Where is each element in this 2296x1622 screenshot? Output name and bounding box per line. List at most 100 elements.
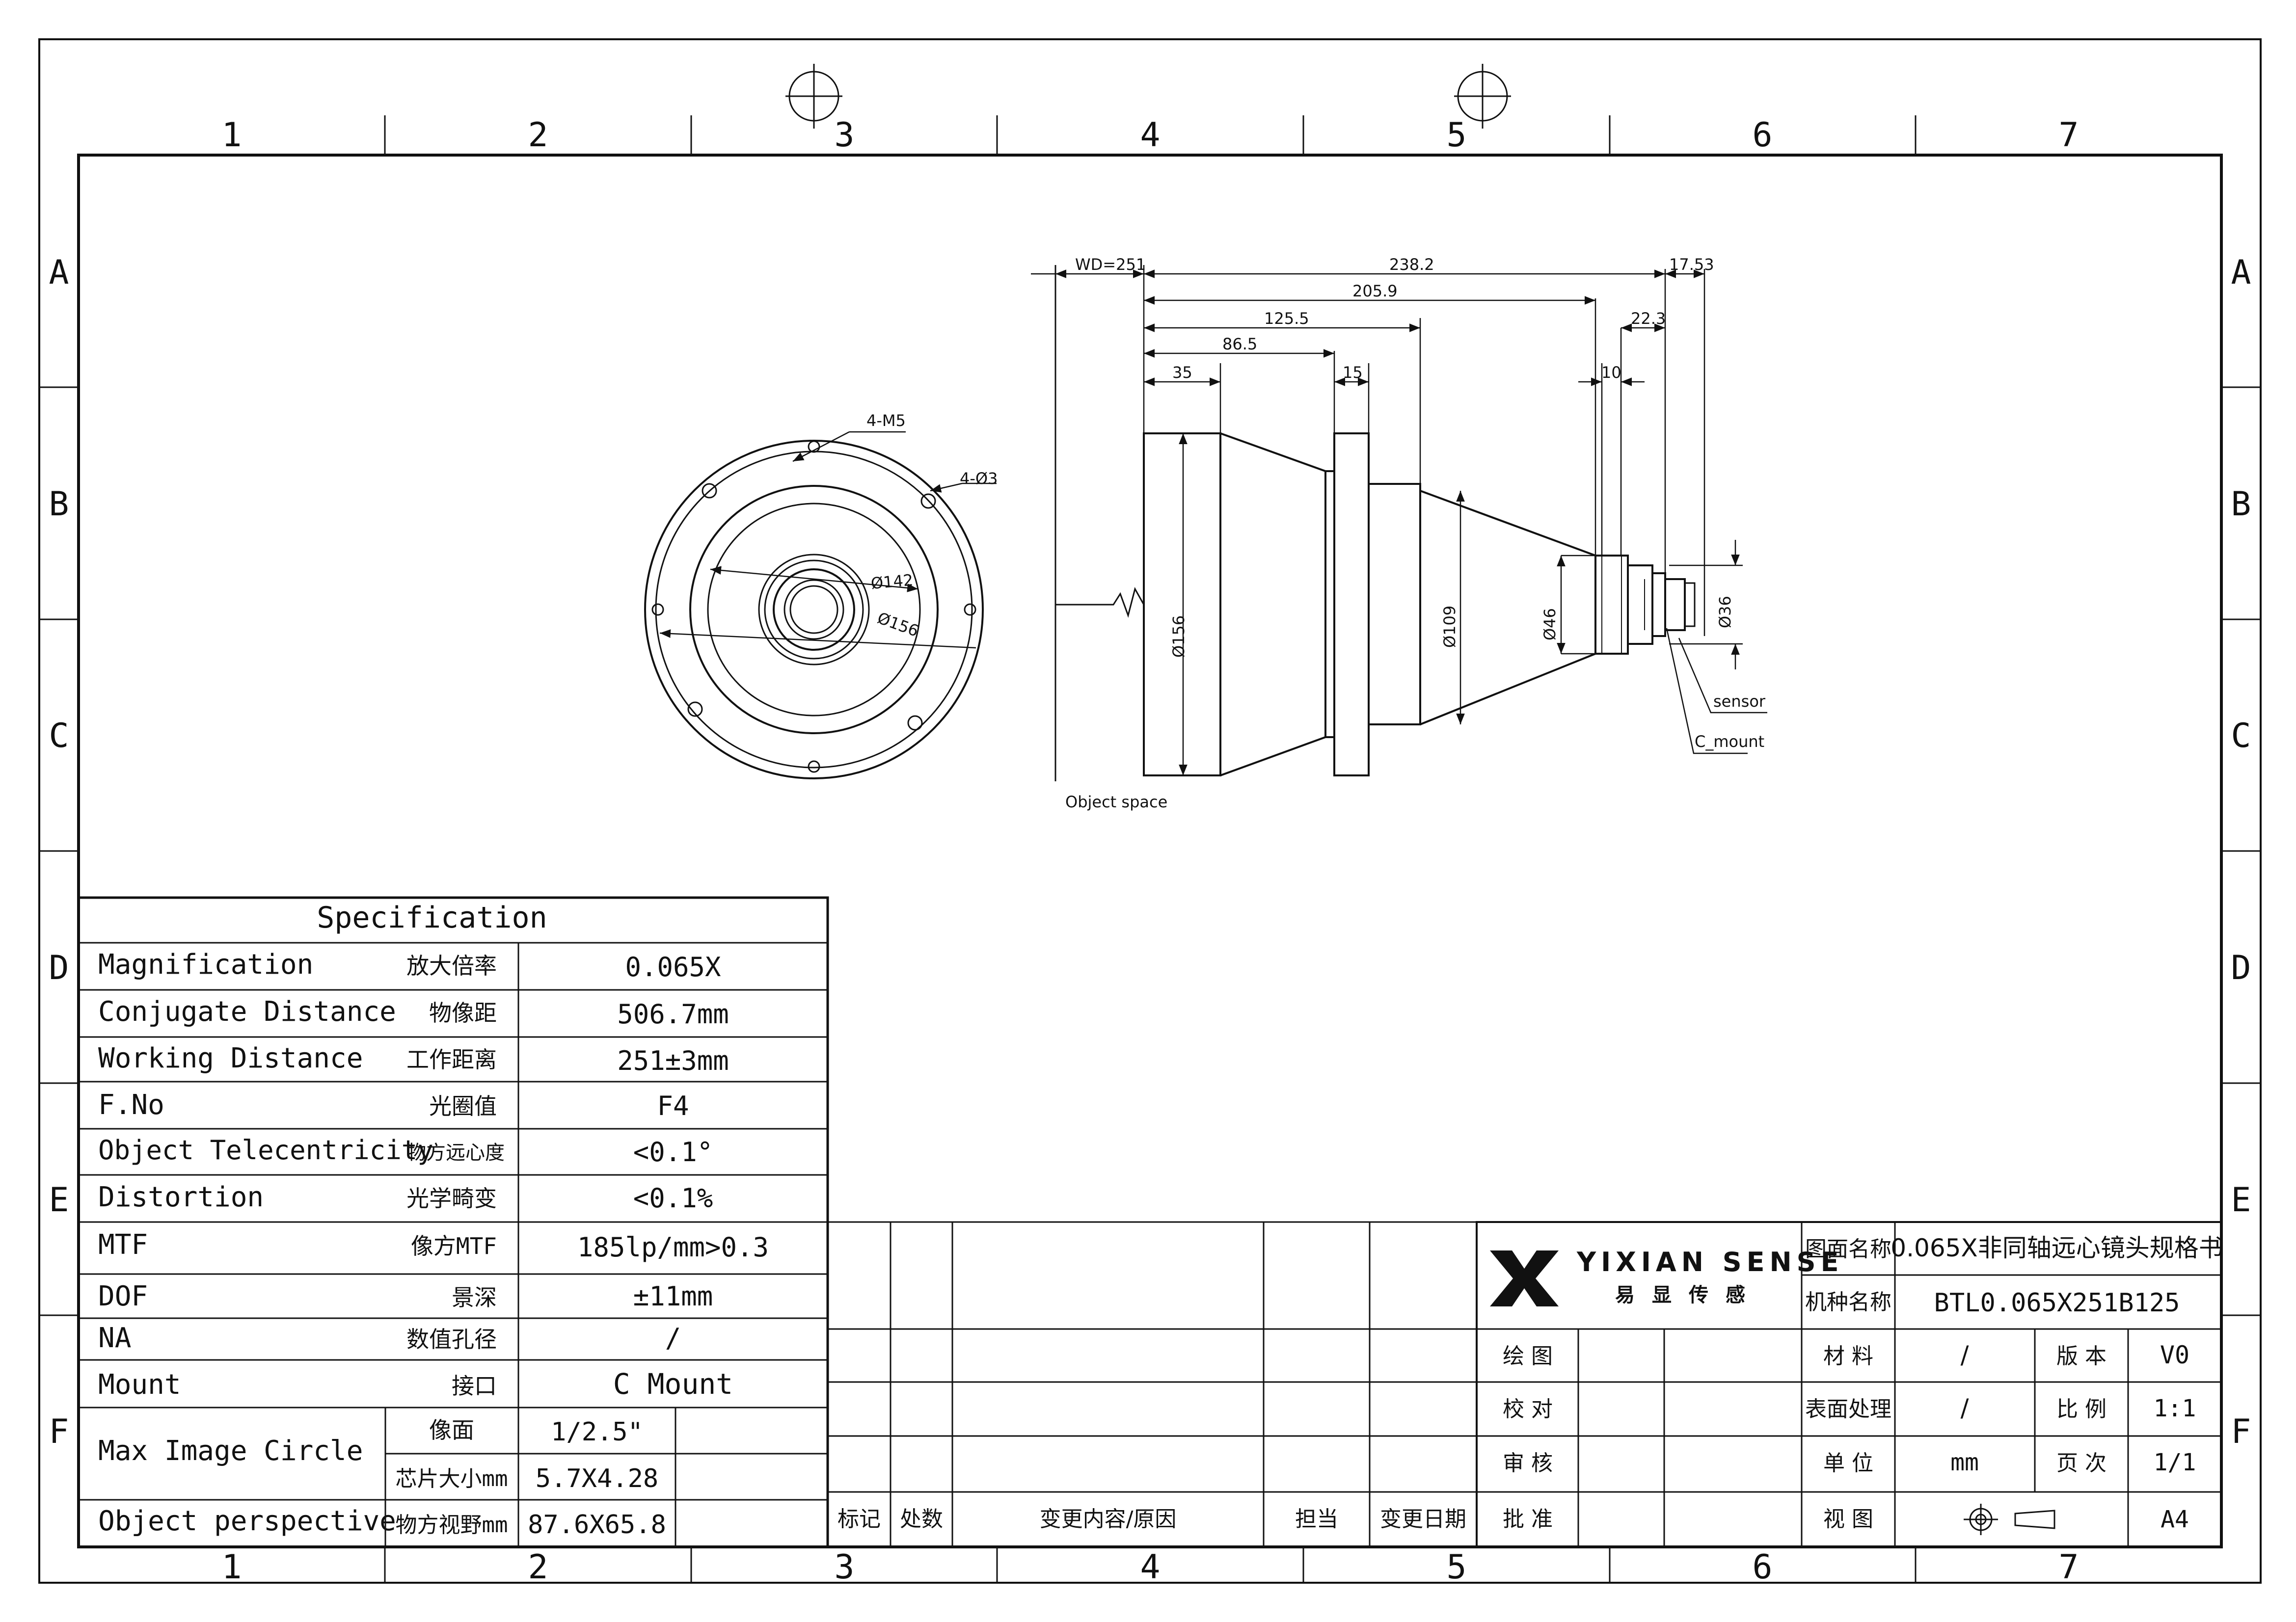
spec-row-label: Mount	[98, 1369, 181, 1401]
brand-name: YIXIAN SENSE	[1576, 1247, 1843, 1277]
zone-col-3-bottom: 3	[835, 1548, 855, 1587]
spec-row-value: <0.1%	[633, 1183, 713, 1214]
dim-cmount-diameter: Ø36	[1716, 596, 1734, 628]
dim-to-cmount: 205.9	[1352, 282, 1398, 300]
spec-row-label-cn: 放大倍率	[406, 953, 497, 979]
spec-row-value: 251±3mm	[617, 1045, 729, 1076]
outer-diameter-label: Ø156	[875, 609, 921, 640]
spec-row-label-cn: 物像距	[429, 1000, 497, 1026]
pins-label: 4-Ø3	[960, 469, 998, 488]
spec-row-label: Distortion	[98, 1181, 264, 1213]
scale-label: 比 例	[2056, 1397, 2107, 1422]
optical-axis-break	[1055, 587, 1145, 618]
c-mount-label: C_mount	[1695, 732, 1764, 751]
dim-front-barrel: 35	[1172, 363, 1192, 382]
page-label: 页 次	[2056, 1451, 2107, 1476]
centering-mark-right	[1454, 64, 1511, 129]
zone-col-5-bottom: 5	[1447, 1548, 1467, 1587]
object-perspective-label: Object perspective	[98, 1505, 396, 1537]
zone-col-7-bottom: 7	[2059, 1548, 2079, 1587]
sign-row-approve: 批 准	[1503, 1507, 1553, 1532]
dim-front-diameter: Ø156	[1169, 615, 1188, 658]
holes-label: 4-M5	[866, 411, 906, 430]
zone-col-5-top: 5	[1447, 116, 1467, 155]
title-block	[1476, 1221, 2222, 1548]
drawing-name: 0.065X非同轴远心镜头规格书	[1891, 1234, 2223, 1262]
zone-col-2-top: 2	[528, 116, 548, 155]
zone-row-c-left: C	[49, 717, 69, 755]
spec-row-label-cn: 工作距离	[406, 1046, 497, 1073]
dim-back-focal: 17.53	[1669, 255, 1714, 274]
spec-row-value: <0.1°	[633, 1137, 713, 1168]
spec-row-label-cn: 接口	[452, 1373, 497, 1399]
dim-cmount-region: 22.3	[1631, 309, 1666, 328]
mounting-holes	[687, 483, 936, 731]
object-perspective-value: 87.6X65.8	[528, 1510, 666, 1540]
spec-title: Specification	[317, 901, 547, 935]
specification-table	[77, 896, 829, 1548]
revision-block	[827, 1221, 1478, 1548]
dim-flange-pos: 86.5	[1222, 335, 1257, 353]
sensor-label: sensor	[1713, 692, 1766, 711]
brand-cn: 易 显 传 感	[1615, 1284, 1745, 1306]
image-plane-value: 1/2.5"	[551, 1417, 643, 1447]
lens-body	[1143, 432, 1696, 776]
zone-row-a-right: A	[2231, 253, 2251, 292]
object-space-label: Object space	[1065, 793, 1167, 811]
brand-cn-char: 传	[1688, 1284, 1708, 1306]
spec-row-value: 0.065X	[625, 952, 721, 983]
version-value: V0	[2160, 1341, 2189, 1369]
side-view	[1031, 265, 1767, 781]
zone-col-7-top: 7	[2059, 116, 2079, 155]
dim-wd: WD=251	[1075, 255, 1146, 274]
zone-row-d-right: D	[2231, 949, 2251, 987]
spec-row-label: NA	[98, 1322, 131, 1354]
zone-col-4-top: 4	[1140, 116, 1161, 155]
spec-row-label: Conjugate Distance	[98, 996, 396, 1028]
spec-row-label-cn: 像方MTF	[411, 1233, 497, 1259]
revision-header: 标记	[837, 1507, 881, 1532]
view-label: 视 图	[1823, 1507, 1873, 1532]
spec-row-label-cn: 光学畸变	[406, 1185, 497, 1212]
zone-row-b-right: B	[2231, 485, 2251, 524]
spec-row-label: F.No	[98, 1089, 164, 1121]
brand-x-icon	[1490, 1250, 1559, 1306]
sign-row-review: 审 核	[1503, 1451, 1553, 1476]
zone-col-1-bottom: 1	[222, 1548, 242, 1587]
brand-cn-char: 显	[1652, 1284, 1672, 1306]
scale-value: 1:1	[2154, 1395, 2196, 1422]
spec-row-label: Working Distance	[98, 1042, 363, 1074]
dim-collar: 10	[1601, 363, 1621, 382]
spec-row-value: 185lp/mm>0.3	[577, 1232, 769, 1263]
image-plane-label: 像面	[429, 1417, 474, 1443]
zone-col-6-top: 6	[1753, 116, 1773, 155]
zone-row-b-left: B	[49, 485, 69, 524]
version-label: 版 本	[2056, 1344, 2107, 1369]
front-view	[644, 431, 997, 779]
max-image-circle-label: Max Image Circle	[98, 1435, 363, 1467]
surface-label: 表面处理	[1805, 1397, 1891, 1422]
spec-row-label: Object Telecentricity	[98, 1135, 433, 1166]
dim-total-length: 238.2	[1389, 255, 1434, 274]
sign-row-check: 校 对	[1503, 1397, 1553, 1422]
zone-col-4-bottom: 4	[1140, 1548, 1161, 1587]
page-value: 1/1	[2154, 1449, 2196, 1476]
spec-row-value: 506.7mm	[617, 999, 729, 1030]
brand-logo: YIXIAN SENSE 易 显 传 感	[1490, 1247, 1843, 1306]
centering-mark-left	[785, 64, 842, 129]
revision-header: 处数	[900, 1507, 943, 1532]
zone-row-f-right: F	[2231, 1412, 2251, 1451]
drawing-name-label: 图面名称	[1805, 1237, 1891, 1262]
revision-header: 变更内容/原因	[1040, 1507, 1177, 1532]
side-view-dimension-texts: WD=251 238.2 17.53 205.9 125.5 22.3 86.5…	[1065, 255, 1766, 811]
revision-headers: 标记 处数 变更内容/原因 担当 变更日期	[837, 1507, 1466, 1532]
object-perspective-label-cn: 物方视野mm	[396, 1513, 508, 1538]
spec-row-value: ±11mm	[633, 1281, 713, 1312]
model-label: 机种名称	[1805, 1290, 1891, 1315]
spec-row-label: Magnification	[98, 949, 313, 981]
zone-col-6-bottom: 6	[1753, 1548, 1773, 1587]
material-value: /	[1961, 1341, 1969, 1369]
title-block-texts: 图面名称 0.065X非同轴远心镜头规格书 机种名称 BTL0.065X251B…	[1503, 1234, 2223, 1533]
spec-row-value: C Mount	[613, 1367, 733, 1401]
